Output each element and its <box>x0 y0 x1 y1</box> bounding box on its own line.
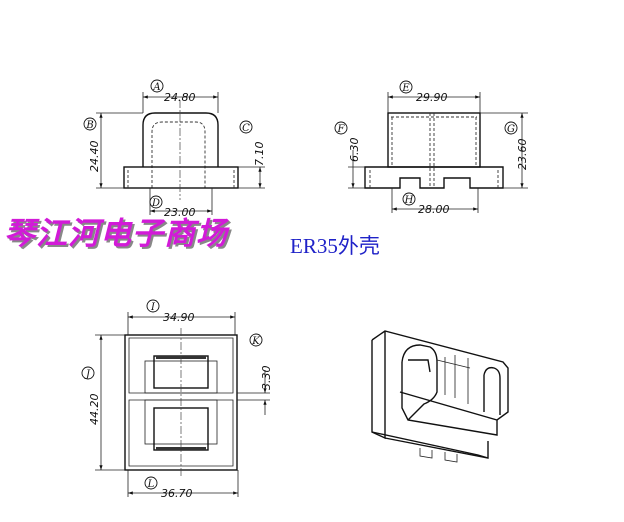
top-view: I 34.90 J 44.20 K 3.30 L 36.70 <box>81 299 273 500</box>
dim-value-g: 23.60 <box>516 139 529 171</box>
dim-value-l: 36.70 <box>161 487 193 500</box>
dim-value-i: 34.90 <box>163 311 195 324</box>
dim-label-a: A <box>152 82 160 93</box>
dim-label-d: D <box>151 198 160 209</box>
dim-value-j: 44.20 <box>88 394 101 426</box>
dim-value-c: 7.10 <box>253 142 266 167</box>
dim-value-e: 29.90 <box>416 91 448 104</box>
dim-value-f: 6.30 <box>348 138 361 163</box>
dim-label-g: G <box>507 124 515 135</box>
dim-label-c: C <box>242 123 250 134</box>
dim-label-h: H <box>404 195 414 206</box>
dim-label-l: L <box>147 479 155 490</box>
dim-label-i: I <box>150 302 156 313</box>
isometric-view <box>371 330 509 463</box>
side-view: E 29.90 F 6.30 G 23.60 H 28.00 <box>334 80 529 216</box>
dim-value-a: 24.80 <box>164 91 196 104</box>
dim-value-d: 23.00 <box>164 206 196 219</box>
shop-watermark: 琴江河电子商场 <box>4 216 228 252</box>
dim-label-k: K <box>251 336 260 347</box>
dim-label-e: E <box>401 83 410 94</box>
dim-label-b: B <box>85 120 93 131</box>
dim-value-h: 28.00 <box>418 203 450 216</box>
dim-label-f: F <box>337 124 346 135</box>
dim-value-k: 3.30 <box>260 366 273 391</box>
dim-value-b: 24.40 <box>88 141 101 173</box>
front-view: A 24.80 B 24.40 C 7.10 D 23.00 <box>83 79 266 219</box>
dim-label-j: J <box>84 369 91 380</box>
product-title: ER35外壳 <box>290 234 380 258</box>
